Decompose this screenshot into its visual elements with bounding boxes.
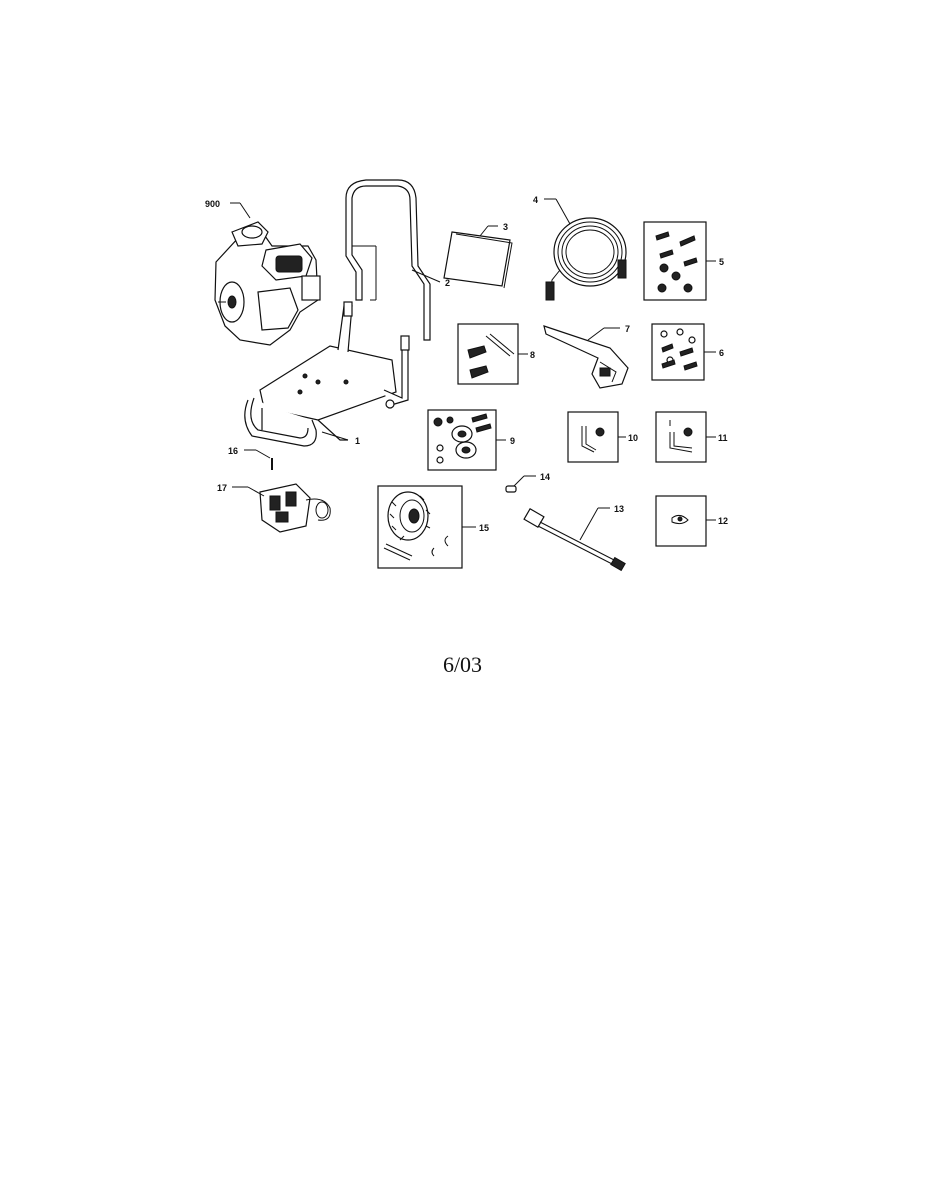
label-11: 11 [718, 433, 728, 443]
frame-part [244, 301, 410, 447]
hardware-kit-11 [655, 411, 707, 463]
hardware-kit-12 [655, 495, 707, 547]
hose-part [545, 217, 627, 301]
label-15: 15 [479, 523, 489, 533]
label-1: 1 [355, 436, 360, 446]
label-6: 6 [719, 348, 724, 358]
manual-part [443, 231, 513, 289]
leader-3 [479, 225, 489, 237]
leader-2 [411, 269, 441, 283]
label-8: 8 [530, 350, 535, 360]
label-7: 7 [625, 324, 630, 334]
label-3: 3 [503, 222, 508, 232]
leader-14 [513, 475, 525, 487]
bolt-kit-5 [643, 221, 707, 301]
label-12: 12 [718, 516, 728, 526]
engine-part [214, 221, 321, 346]
label-5: 5 [719, 257, 724, 267]
spray-wand-part [523, 507, 626, 572]
label-16: 16 [228, 446, 238, 456]
hardware-kit-10 [567, 411, 619, 463]
leader-1 [321, 431, 349, 441]
o-ring-part-14 [505, 485, 517, 493]
label-2: 2 [445, 278, 450, 288]
label-900: 900 [205, 199, 220, 209]
wheel-hardware-kit-9 [427, 409, 497, 471]
hardware-kit-6 [651, 323, 705, 381]
label-9: 9 [510, 436, 515, 446]
label-17: 17 [217, 483, 227, 493]
hardware-kit-8 [457, 323, 519, 385]
label-13: 13 [614, 504, 624, 514]
handle-part [345, 179, 431, 341]
label-10: 10 [628, 433, 638, 443]
label-14: 14 [540, 472, 550, 482]
leader-7 [587, 327, 605, 341]
label-4: 4 [533, 195, 538, 205]
leader-13 [579, 507, 599, 541]
wheel-kit-15 [377, 485, 463, 569]
spray-gun-part [543, 325, 629, 389]
revision-date: 6/03 [442, 652, 483, 677]
pump-part [259, 483, 331, 533]
